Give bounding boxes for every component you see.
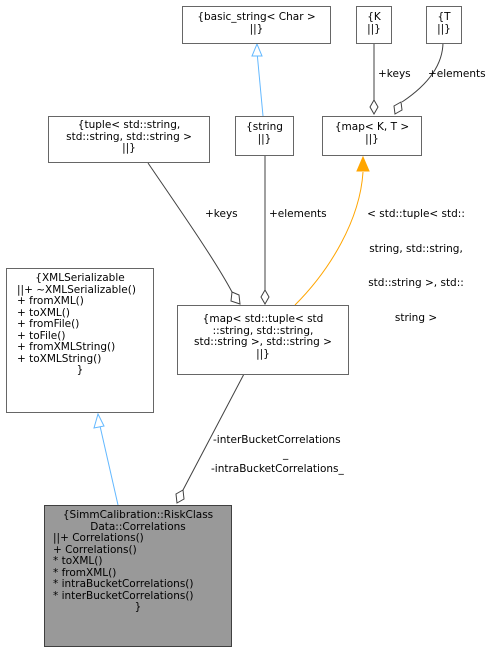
edge-label-keys-mid: +keys [205, 208, 238, 220]
edge-label-elements-mid: +elements [269, 208, 327, 220]
node-map-k-t[interactable]: {map< K, T > ||} [322, 116, 422, 156]
edge-map-tuple-correlations [182, 373, 245, 491]
aggregation-diamond-correlations [175, 489, 185, 504]
edge-template-instance [294, 171, 364, 306]
template-arrow-head [356, 155, 370, 172]
inherit-arrow-basic-string [251, 42, 263, 57]
edge-string-basic-string [256, 51, 264, 117]
edge-tuple-map-tuple [147, 162, 233, 293]
aggregation-diamond-t [393, 101, 403, 115]
aggregation-diamond-string [260, 288, 270, 306]
edge-t-map-kt [401, 41, 444, 103]
node-correlations[interactable]: {SimmCalibration::RiskClass Data::Correl… [44, 505, 232, 647]
aggregation-diamond-tuple [230, 291, 241, 305]
edge-label-elements-top: +elements [428, 68, 486, 80]
edge-correlations-xml-serializable [99, 425, 119, 506]
edge-label-template-args: < std::tuple< std:: string, std::string,… [367, 208, 465, 324]
node-k[interactable]: {K ||} [356, 6, 392, 44]
edge-label-inter: -interBucketCorrelations [213, 434, 341, 446]
aggregation-diamond-k [369, 98, 379, 116]
node-string[interactable]: {string ||} [235, 116, 294, 156]
node-xml-serializable[interactable]: {XMLSerializable ||+ ~XMLSerializable() … [6, 268, 154, 413]
node-t[interactable]: {T ||} [426, 6, 462, 44]
edge-label-intra: -intraBucketCorrelations_ [211, 463, 344, 475]
node-basic-string[interactable]: {basic_string< Char > ||} [182, 6, 331, 44]
edge-label-keys-top: +keys [378, 68, 411, 80]
edge-label-underscore: _ [283, 448, 289, 460]
node-tuple[interactable]: {tuple< std::string, std::string, std::s… [48, 116, 210, 163]
inherit-arrow-xml-serializable [93, 412, 105, 429]
node-map-tuple[interactable]: {map< std::tuple< std ::string, std::str… [177, 305, 349, 375]
